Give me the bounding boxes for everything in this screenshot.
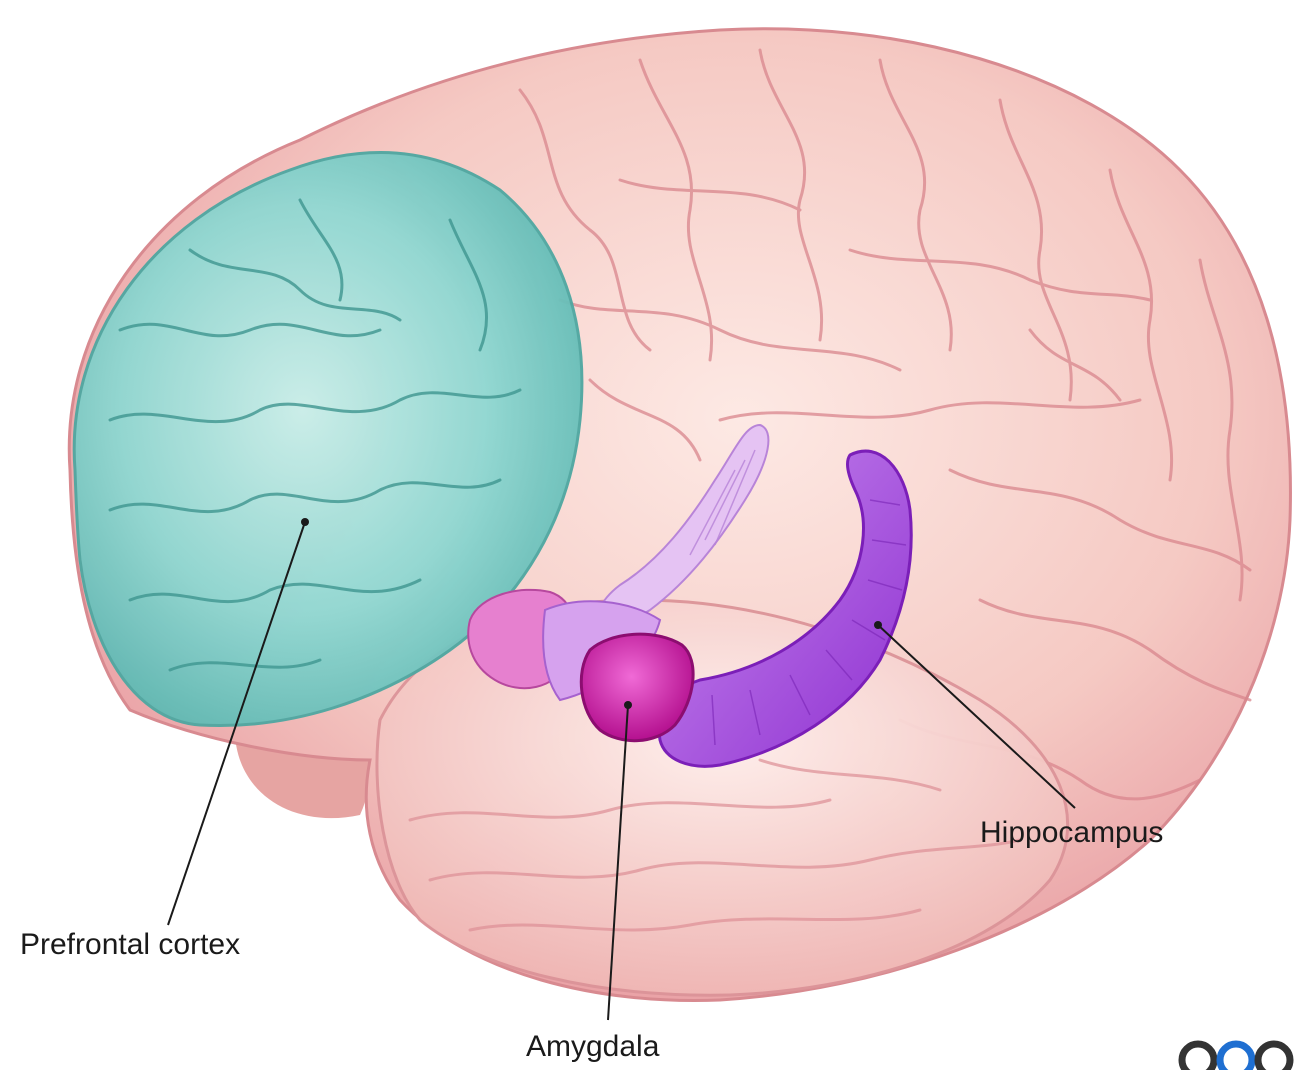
label-prefrontal-cortex: Prefrontal cortex	[20, 928, 240, 962]
leader-dot-amygdala	[624, 701, 632, 709]
label-hippocampus: Hippocampus	[980, 816, 1163, 850]
leader-dot-hippocampus	[874, 621, 882, 629]
leader-dot-prefrontal	[301, 518, 309, 526]
label-amygdala: Amygdala	[526, 1030, 659, 1064]
partial-logo-icon	[1178, 1030, 1303, 1070]
amygdala	[581, 634, 693, 741]
